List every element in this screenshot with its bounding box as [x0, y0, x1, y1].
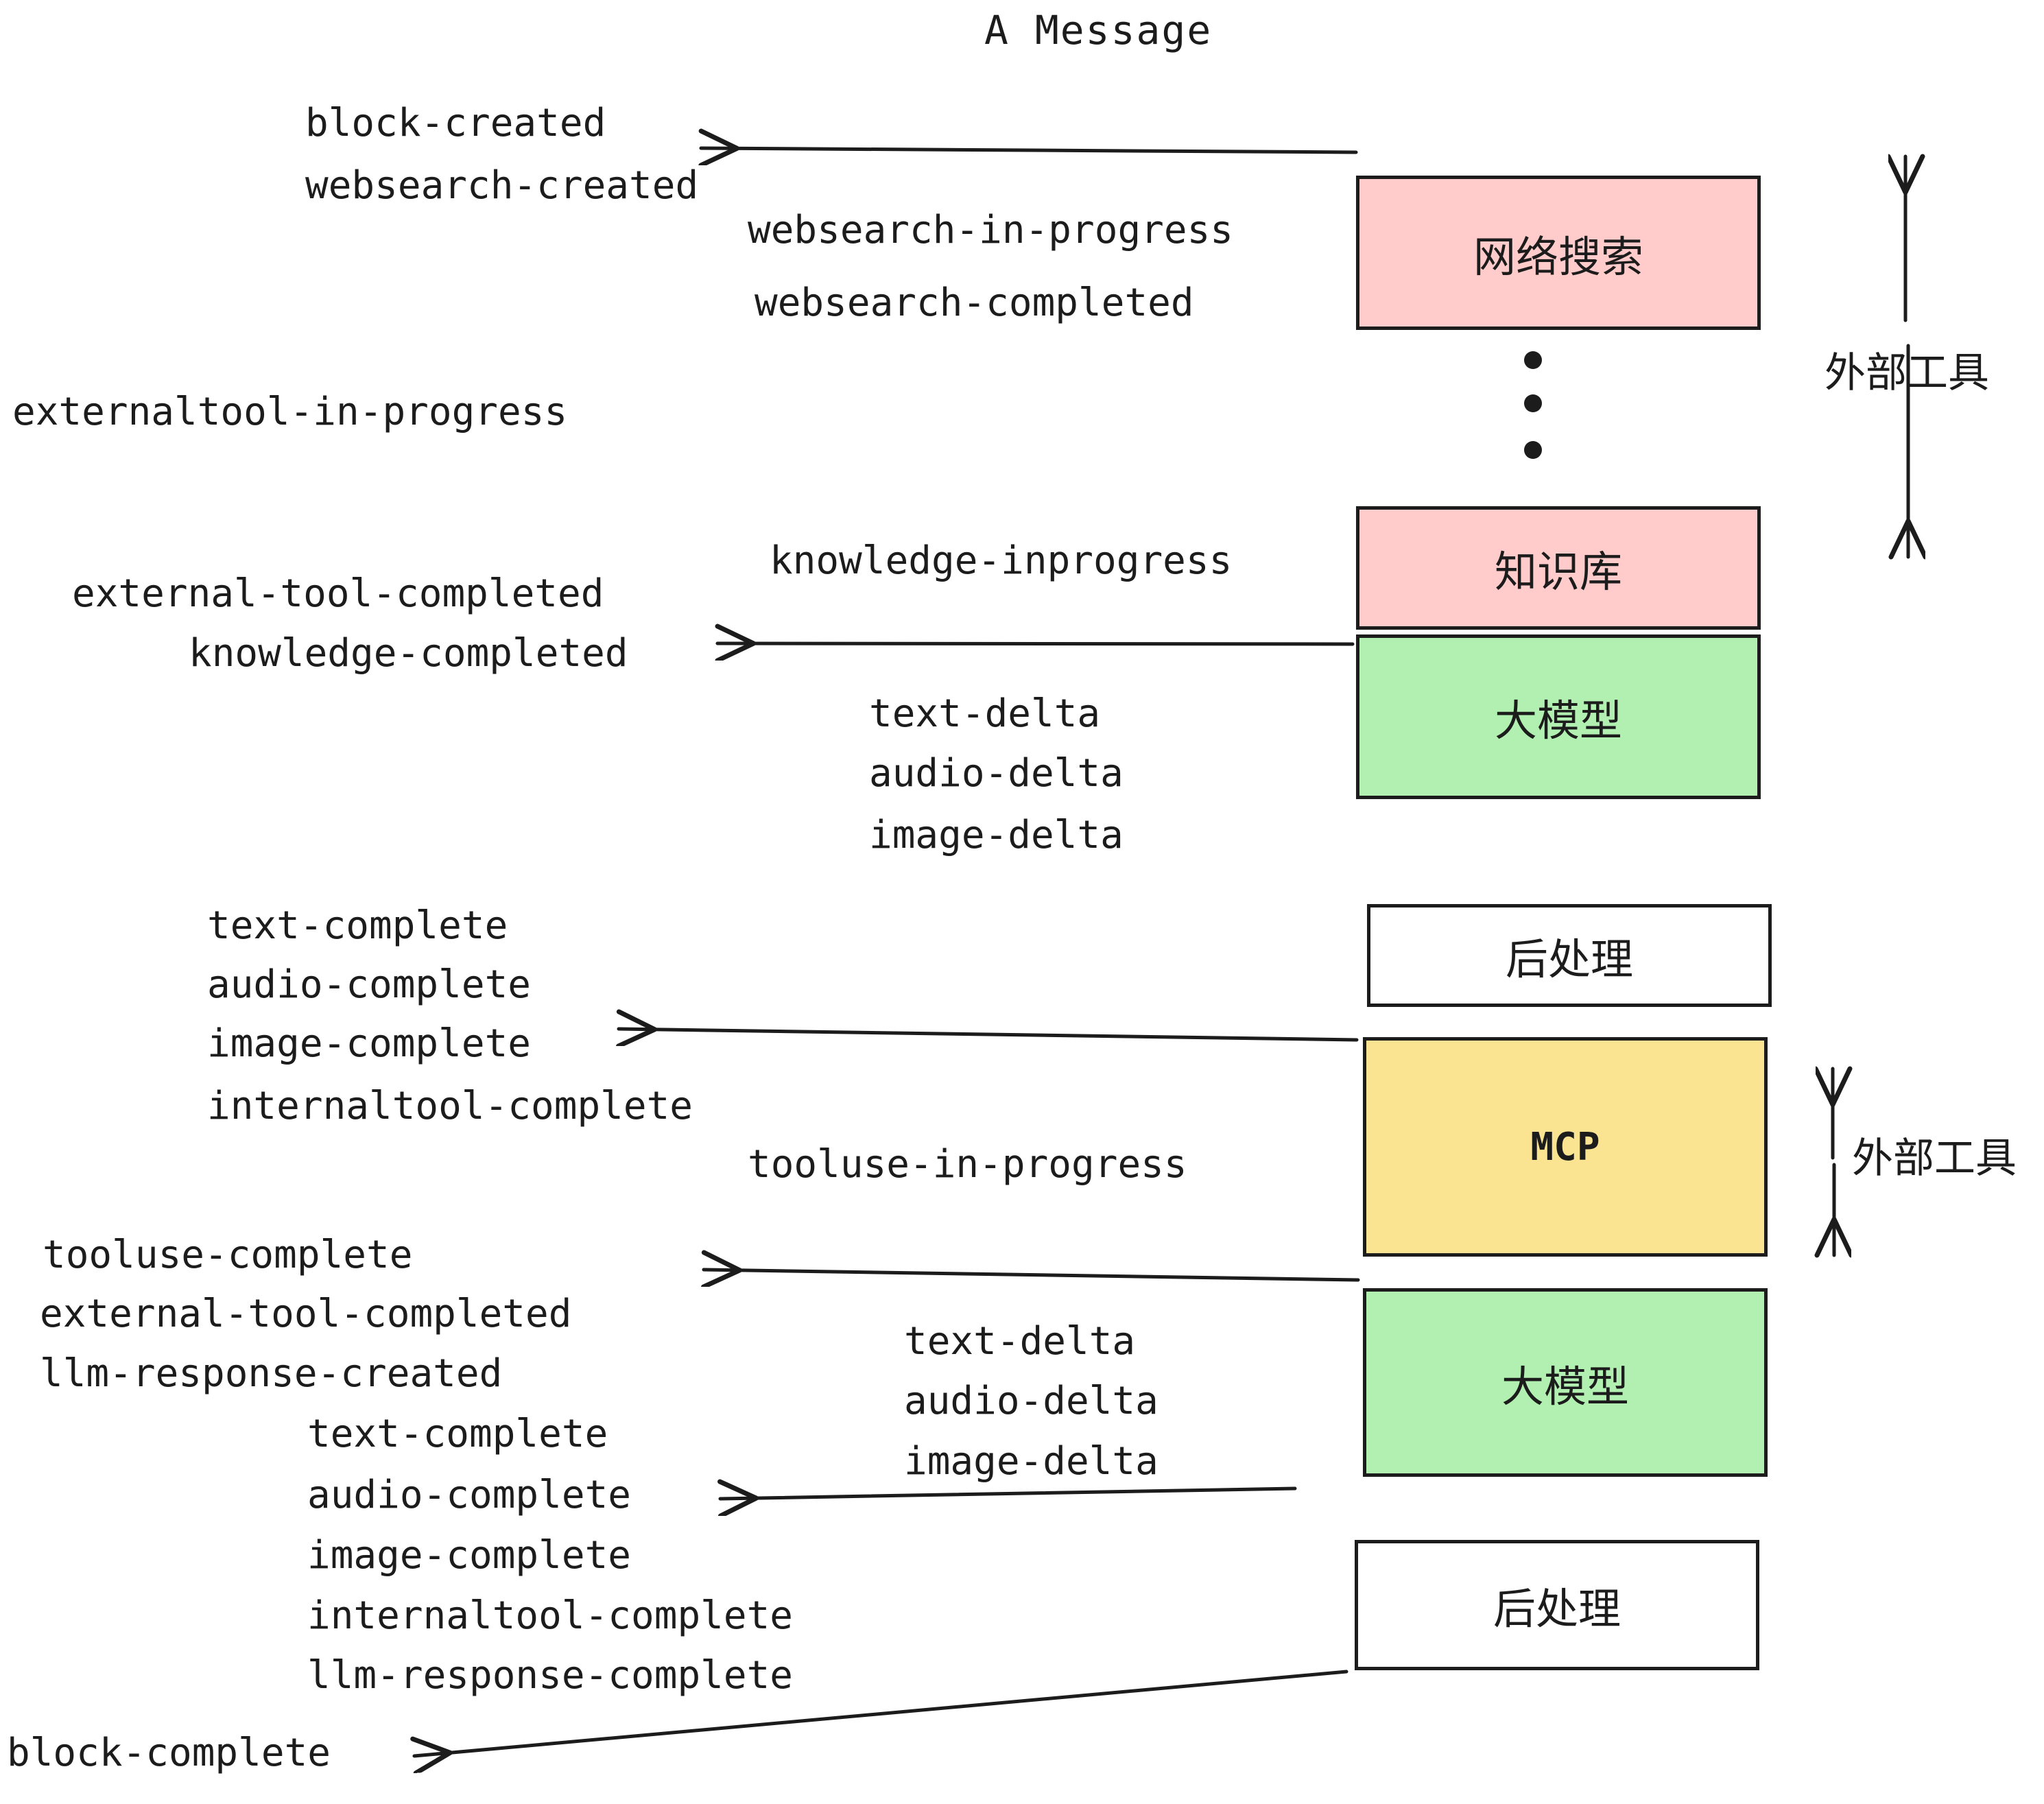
event-label-internaltool-complete-2: internaltool-complete — [307, 1593, 794, 1638]
process-box-mcp[interactable]: MCP — [1363, 1037, 1768, 1257]
arrow-block-created — [701, 148, 1358, 152]
process-box-label: 网络搜索 — [1473, 231, 1643, 282]
event-label-text-delta-1: text-delta — [869, 691, 1101, 736]
event-label-audio-delta-2: audio-delta — [904, 1379, 1158, 1423]
process-box-label: 知识库 — [1494, 547, 1622, 597]
event-label-block-created: block-created — [305, 101, 606, 145]
event-label-externaltool-in-progress: externaltool-in-progress — [12, 390, 568, 434]
side-label-external-tool-bottom: 外部工具 — [1852, 1135, 2017, 1183]
arrow-audio-complete — [720, 1488, 1297, 1499]
ellipsis-dot-icon — [1524, 351, 1542, 369]
process-box-postprocess-2[interactable]: 后处理 — [1355, 1540, 1759, 1670]
event-label-image-complete-1: image-complete — [207, 1021, 532, 1066]
process-box-llm-2[interactable]: 大模型 — [1363, 1288, 1768, 1477]
process-box-label: 大模型 — [1494, 696, 1622, 746]
process-box-websearch[interactable]: 网络搜索 — [1356, 176, 1761, 330]
side-label-external-tool-top: 外部工具 — [1825, 349, 1989, 397]
arrow-tooluse-complete — [704, 1270, 1360, 1280]
event-label-websearch-completed: websearch-completed — [754, 281, 1194, 325]
event-label-audio-complete-2: audio-complete — [307, 1473, 632, 1517]
event-label-text-complete-1: text-complete — [207, 903, 508, 948]
event-label-image-complete-2: image-complete — [307, 1533, 632, 1578]
event-label-internaltool-complete-1: internaltool-complete — [207, 1084, 693, 1128]
event-label-image-delta-2: image-delta — [904, 1439, 1158, 1484]
event-label-external-tool-completed-2: external-tool-completed — [40, 1292, 572, 1336]
event-label-llm-response-created: llm-response-created — [40, 1351, 503, 1396]
event-label-text-complete-2: text-complete — [307, 1412, 608, 1456]
process-box-label: MCP — [1530, 1124, 1600, 1170]
ellipsis-dot-icon — [1524, 394, 1542, 412]
process-box-knowledge[interactable]: 知识库 — [1356, 506, 1761, 630]
event-label-websearch-in-progress: websearch-in-progress — [748, 208, 1234, 252]
event-label-knowledge-completed: knowledge-completed — [189, 631, 628, 676]
event-label-block-complete: block-complete — [7, 1731, 331, 1775]
event-label-websearch-created: websearch-created — [305, 163, 699, 208]
process-box-label: 后处理 — [1505, 934, 1633, 984]
ellipsis-dot-icon — [1524, 441, 1542, 459]
event-label-tooluse-in-progress: tooluse-in-progress — [748, 1142, 1187, 1187]
process-box-postprocess-1[interactable]: 后处理 — [1367, 904, 1772, 1007]
process-box-label: 大模型 — [1501, 1361, 1629, 1412]
process-box-llm-1[interactable]: 大模型 — [1356, 634, 1761, 799]
event-label-text-delta-2: text-delta — [904, 1319, 1136, 1364]
event-label-tooluse-complete: tooluse-complete — [43, 1233, 413, 1277]
event-label-llm-response-complete: llm-response-complete — [307, 1653, 794, 1698]
arrow-image-complete — [619, 1029, 1359, 1040]
event-label-audio-delta-1: audio-delta — [869, 751, 1124, 796]
process-box-label: 后处理 — [1493, 1584, 1621, 1634]
event-label-knowledge-inprogress: knowledge-inprogress — [770, 538, 1233, 583]
event-label-image-delta-1: image-delta — [869, 813, 1124, 857]
event-label-external-tool-completed-1: external-tool-completed — [72, 571, 604, 616]
arrow-knowledge-completed — [717, 643, 1355, 644]
diagram-title: A Message — [984, 7, 1213, 54]
event-label-audio-complete-1: audio-complete — [207, 962, 532, 1007]
